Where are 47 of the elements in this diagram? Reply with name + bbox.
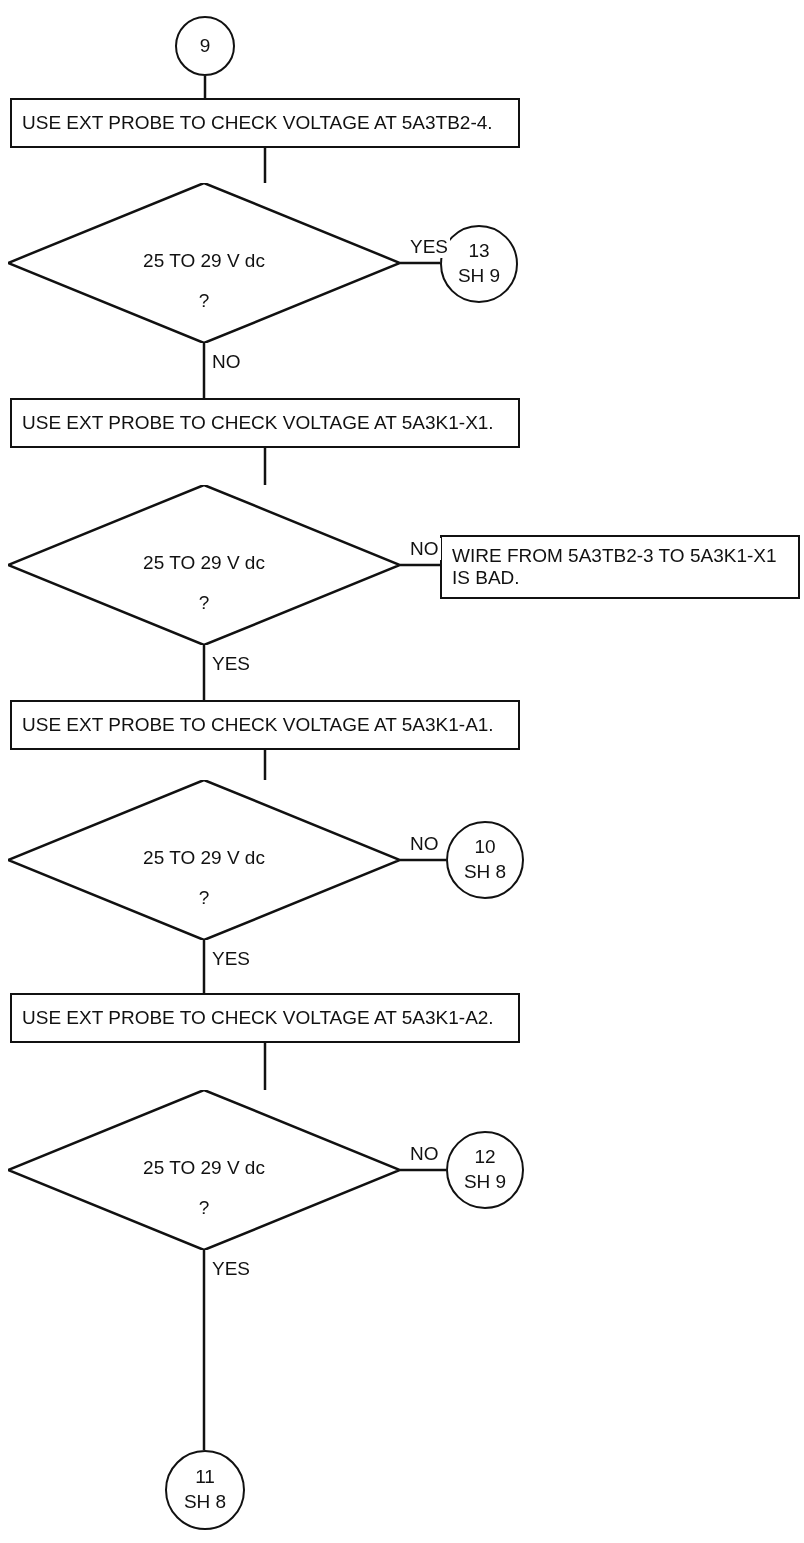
flow-line bbox=[263, 148, 267, 183]
decision-diamond bbox=[8, 780, 400, 940]
connector-label: 12 bbox=[474, 1145, 496, 1170]
connector-label: SH 9 bbox=[463, 1170, 507, 1194]
connector-label: 11 bbox=[195, 1465, 215, 1490]
process-box bbox=[440, 535, 800, 599]
step-text: USE EXT PROBE TO CHECK VOLTAGE AT 5A3K1-A1. bbox=[22, 714, 494, 736]
process-box bbox=[10, 398, 520, 448]
flow-line bbox=[263, 750, 267, 780]
step-text: USE EXT PROBE TO CHECK VOLTAGE AT 5A3TB2-4. bbox=[22, 112, 493, 134]
question-mark: ? bbox=[197, 1197, 211, 1220]
decision-diamond bbox=[8, 1090, 400, 1250]
process-box bbox=[10, 700, 520, 750]
connector-label: 10 bbox=[474, 835, 496, 860]
process-box bbox=[10, 98, 520, 148]
flow-line bbox=[400, 261, 440, 265]
process-box bbox=[10, 993, 520, 1043]
edge-label: YES bbox=[408, 236, 451, 258]
flow-line bbox=[202, 940, 206, 993]
flow-line bbox=[202, 1250, 206, 1450]
decision-text: 25 TO 29 V dc bbox=[142, 1157, 266, 1180]
flow-line bbox=[400, 858, 446, 862]
edge-label: NO bbox=[408, 538, 441, 560]
flow-line bbox=[203, 76, 207, 98]
flow-line bbox=[263, 448, 267, 485]
step-text: WIRE FROM 5A3TB2-3 TO 5A3K1-X1 IS BAD. bbox=[452, 545, 778, 589]
connector-label: 9 bbox=[199, 33, 211, 58]
decision-text: 25 TO 29 V dc bbox=[142, 847, 266, 870]
question-mark: ? bbox=[197, 887, 211, 910]
decision-text: 25 TO 29 V dc bbox=[142, 552, 266, 575]
connector-circle bbox=[175, 16, 235, 76]
connector-label: 13 bbox=[468, 239, 490, 264]
decision-text: 25 TO 29 V dc bbox=[142, 250, 266, 273]
question-mark: ? bbox=[197, 592, 211, 615]
decision-diamond bbox=[8, 183, 400, 343]
connector-label: SH 8 bbox=[463, 860, 507, 884]
flow-line bbox=[202, 343, 206, 398]
question-mark: ? bbox=[197, 290, 211, 313]
connector-label: SH 8 bbox=[183, 1490, 227, 1514]
flow-line bbox=[263, 1043, 267, 1090]
step-text: USE EXT PROBE TO CHECK VOLTAGE AT 5A3K1-A2. bbox=[22, 1007, 494, 1029]
flow-line bbox=[400, 563, 440, 567]
step-text: USE EXT PROBE TO CHECK VOLTAGE AT 5A3K1-X1. bbox=[22, 412, 494, 434]
decision-diamond bbox=[8, 485, 400, 645]
flow-line bbox=[400, 1168, 446, 1172]
flow-line bbox=[202, 645, 206, 700]
connector-label: SH 9 bbox=[457, 264, 501, 288]
